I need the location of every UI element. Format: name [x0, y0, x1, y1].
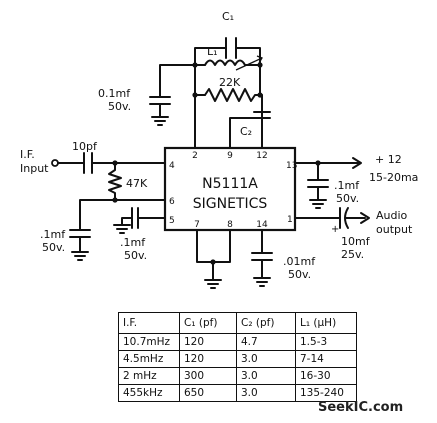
- table-row: 2 mHz 300 3.0 16-30: [118, 367, 357, 385]
- c-input-label: 10pf: [72, 140, 98, 153]
- table-row: 10.7mHz 120 4.7 1.5-3: [118, 333, 357, 351]
- pin-8-label: 8: [227, 220, 233, 230]
- pin-9-label: 9: [227, 151, 233, 161]
- table-header: C₁ (pf): [179, 312, 237, 334]
- table-header: I.F.: [118, 312, 180, 334]
- table-header: C₂ (pf): [236, 312, 296, 334]
- table-cell: 455kHz: [118, 384, 180, 402]
- c-pin5-voltage: 50v.: [124, 249, 147, 262]
- audio-output-network: [294, 207, 370, 229]
- audio-label-2: output: [376, 223, 413, 236]
- r47k-label: 47K: [126, 177, 148, 190]
- c-supply-value: .1mf: [334, 179, 360, 192]
- c-pin5-value: .1mf: [120, 236, 146, 249]
- supply-label-1: + 12: [375, 153, 402, 166]
- c-pin14-value: .01mf: [283, 255, 316, 268]
- table-cell: 3.0: [236, 367, 296, 385]
- table-cell: 7-14: [295, 350, 357, 368]
- table-row: 455kHz 650 3.0 135-240: [118, 384, 357, 402]
- table-cell: 3.0: [236, 384, 296, 402]
- pin-4-label: 4: [169, 161, 175, 171]
- feedback-network: [192, 37, 271, 149]
- ic-maker: SIGNETICS: [193, 196, 268, 212]
- if-input-label-2: Input: [20, 162, 49, 175]
- component-values-table: I.F. C₁ (pf) C₂ (pf) L₁ (μH) 10.7mHz 120…: [118, 312, 357, 402]
- audio-label-1: Audio: [376, 209, 408, 222]
- top-bypass-capacitor: [149, 64, 196, 126]
- pin-5-label: 5: [169, 216, 175, 226]
- c2-label: C₂: [240, 125, 252, 138]
- pin-7-label: 7: [194, 220, 200, 230]
- table-cell: 3.0: [236, 350, 296, 368]
- c-top-value: 0.1mf: [98, 87, 131, 100]
- watermark: SeekIC.com: [318, 400, 404, 415]
- table-cell: 650: [179, 384, 237, 402]
- c-supply-voltage: 50v.: [336, 192, 359, 205]
- table-header: L₁ (μH): [295, 312, 357, 334]
- table-cell: 4.5mHz: [118, 350, 180, 368]
- l1-label: L₁: [207, 45, 218, 58]
- pin-13-label: 13: [286, 161, 297, 171]
- table-cell: 2 mHz: [118, 367, 180, 385]
- pin-6-label: 6: [169, 197, 175, 207]
- table-cell: 120: [179, 333, 237, 351]
- input-network: [51, 152, 166, 261]
- pin-14-label: 14: [256, 220, 268, 230]
- table-cell: 1.5-3: [295, 333, 357, 351]
- if-input-label-1: I.F.: [20, 148, 35, 161]
- table-header-row: I.F. C₁ (pf) C₂ (pf) L₁ (μH): [118, 312, 357, 334]
- c-input-gnd-voltage: 50v.: [42, 241, 65, 254]
- supply-network: [294, 157, 362, 209]
- table-cell: 4.7: [236, 333, 296, 351]
- c-out-value: 10mf: [341, 235, 371, 248]
- bottom-ground-network: [196, 229, 273, 289]
- r22k-label: 22K: [219, 76, 241, 89]
- c1-label: C₁: [222, 10, 234, 23]
- table-row: 4.5mHz 120 3.0 7-14: [118, 350, 357, 368]
- pin-1-label: 1: [287, 215, 293, 225]
- table-cell: 120: [179, 350, 237, 368]
- ic-name: N5111A: [202, 176, 258, 192]
- table-cell: 16-30: [295, 367, 357, 385]
- supply-label-2: 15-20ma: [369, 171, 418, 184]
- c-out-polarity: +: [331, 224, 339, 235]
- c-input-gnd-value: .1mf: [40, 228, 66, 241]
- pin-12-label: 12: [256, 151, 267, 161]
- pin-2-label: 2: [192, 151, 198, 161]
- table-cell: 135-240: [295, 384, 357, 402]
- table-cell: 300: [179, 367, 237, 385]
- c-pin14-voltage: 50v.: [288, 268, 311, 281]
- c-out-voltage: 25v.: [341, 248, 364, 261]
- c-top-voltage: 50v.: [108, 100, 131, 113]
- table-cell: 10.7mHz: [118, 333, 180, 351]
